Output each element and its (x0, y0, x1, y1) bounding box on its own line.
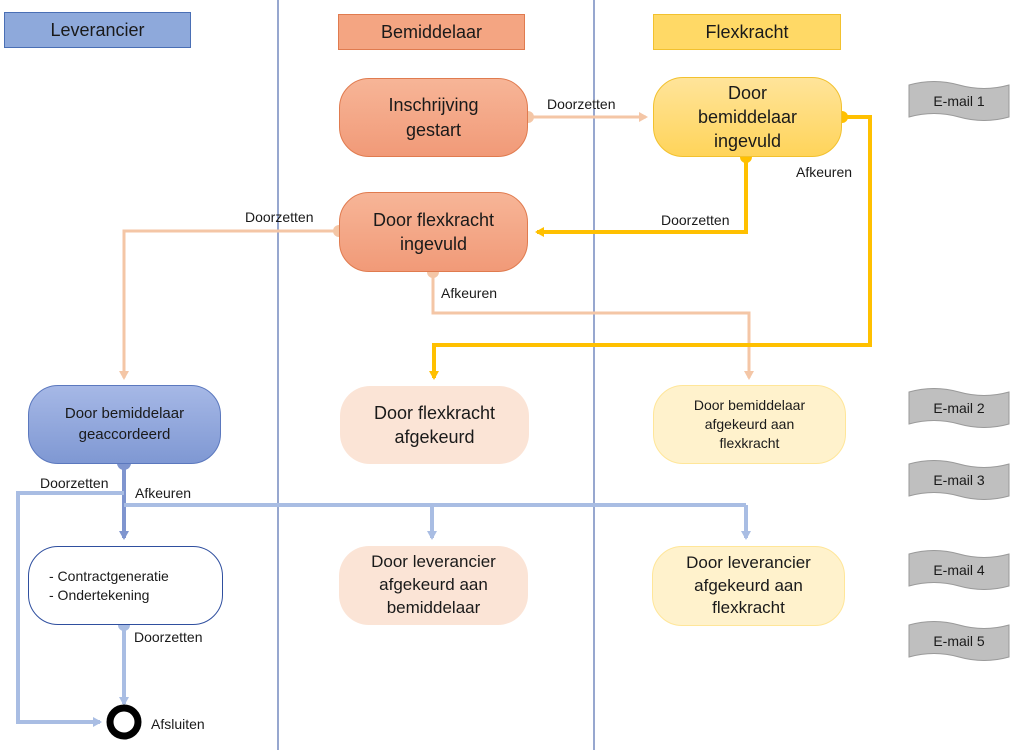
edge-bemiddelaar-ingevuld-doorzetten (535, 157, 748, 237)
edge-label-afkeuren: Afkeuren (441, 285, 498, 301)
edge-geaccordeerd-to-afsluiten (16, 491, 124, 727)
edge-label-doorzetten: Doorzetten (134, 629, 203, 645)
email-banner-1: E-mail 1 (908, 81, 1010, 121)
node-contractgeneratie-ondertekening: - Contractgeneratie - Ondertekening (28, 546, 223, 625)
email-banner-2: E-mail 2 (908, 388, 1010, 428)
edge-label-doorzetten: Doorzetten (245, 209, 314, 225)
email-banner-4: E-mail 4 (908, 550, 1010, 590)
node-door-leverancier-afgekeurd-aan-flexkracht: Door leverancier afgekeurd aan flexkrach… (652, 546, 845, 626)
edge-flexkracht-ingevuld-to-geaccordeerd (119, 229, 339, 380)
email-label: E-mail 1 (933, 93, 985, 109)
email-banner-5: E-mail 5 (908, 621, 1010, 661)
email-label: E-mail 3 (933, 472, 985, 488)
node-door-bemiddelaar-afgekeurd-aan-flexkracht: Door bemiddelaar afgekeurd aan flexkrach… (653, 385, 846, 464)
node-door-flexkracht-afgekeurd: Door flexkracht afgekeurd (340, 386, 529, 464)
node-inschrijving-gestart: Inschrijving gestart (339, 78, 528, 157)
node-door-bemiddelaar-ingevuld: Door bemiddelaar ingevuld (653, 77, 842, 157)
node-door-leverancier-afgekeurd-aan-bemiddelaar: Door leverancier afgekeurd aan bemiddela… (339, 546, 528, 625)
email-banner-3: E-mail 3 (908, 460, 1010, 500)
lane-header-leverancier: Leverancier (4, 12, 191, 48)
edge-label-doorzetten: Doorzetten (661, 212, 730, 228)
lane-header-flexkracht: Flexkracht (653, 14, 841, 50)
edge-label-doorzetten: Doorzetten (547, 96, 616, 112)
end-node (106, 704, 142, 740)
lane-header-bemiddelaar: Bemiddelaar (338, 14, 525, 50)
edge-label-doorzetten: Doorzetten (40, 475, 109, 491)
edge-bemiddelaar-ingevuld-afkeuren (429, 115, 872, 380)
edge-label-afkeuren: Afkeuren (796, 164, 853, 180)
node-door-bemiddelaar-geaccordeerd: Door bemiddelaar geaccordeerd (28, 385, 221, 464)
node-door-flexkracht-ingevuld: Door flexkracht ingevuld (339, 192, 528, 272)
email-label: E-mail 5 (933, 633, 985, 649)
email-label: E-mail 2 (933, 400, 985, 416)
end-node-label: Afsluiten (151, 716, 205, 732)
email-label: E-mail 4 (933, 562, 985, 578)
edge-label-afkeuren: Afkeuren (135, 485, 192, 501)
